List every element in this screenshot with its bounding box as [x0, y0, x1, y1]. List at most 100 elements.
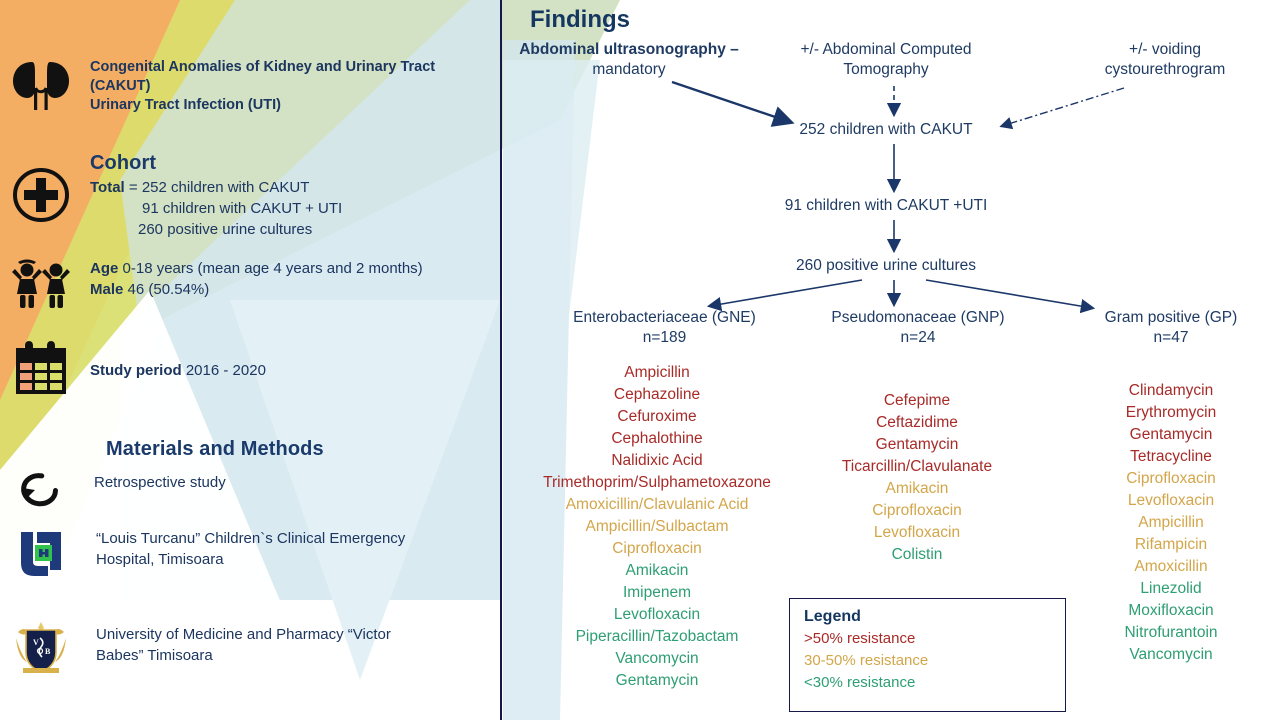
findings-title: Findings [530, 6, 630, 33]
group-header-gp: Gram positive (GP) n=47 [1062, 308, 1280, 348]
antibiotic-item: Trimethoprim/Sulphametoxazone [543, 474, 771, 491]
antibiotic-item: Amikacin [885, 480, 949, 497]
antibiotic-item: Nitrofurantoin [1124, 624, 1218, 641]
antibiotic-item: Cefepime [883, 392, 951, 409]
vcug-line-2: cystourethrogram [1104, 61, 1226, 78]
antibiotic-item: Gentamycin [1129, 426, 1213, 443]
antibiotic-item: Cephalothine [611, 430, 703, 447]
antibiotic-item: Linezolid [1140, 580, 1202, 597]
antibiotic-item: Amikacin [625, 562, 689, 579]
age-label: Age [90, 260, 119, 277]
group-header-gne: Enterobacteriaceae (GNE) n=189 [532, 308, 797, 348]
group-count-gne: n=189 [642, 329, 687, 346]
ct-line-2: Tomography [843, 61, 929, 78]
group-header-gnp: Pseudomonaceae (GNP) n=24 [788, 308, 1048, 348]
antibiotic-item: Nalidixic Acid [611, 452, 703, 469]
antibiotic-item: Ticarcillin/Clavulanate [841, 458, 993, 475]
antibiotic-item: Ampicillin/Sulbactam [585, 518, 729, 535]
cakut-block: Congenital Anomalies of Kidney and Urina… [10, 58, 500, 115]
antibiotic-item: Vancomycin [615, 650, 699, 667]
antibiotic-item: Imipenem [622, 584, 692, 601]
flow-node-91: 91 children with CAKUT +UTI [784, 197, 988, 214]
cakut-line-3: Urinary Tract Infection (UTI) [90, 97, 281, 113]
cohort-block: Cohort Total = 252 children with CAKUT 9… [10, 152, 500, 240]
university-line-2: Babes” Timisoara [96, 647, 213, 664]
antibiotic-item: Piperacillin/Tazobactam [575, 628, 739, 645]
cohort-heading: Cohort [90, 152, 157, 174]
antibiotic-item: Colistin [891, 546, 943, 563]
group-name-gp: Gram positive (GP) [1104, 309, 1238, 326]
materials-heading: Materials and Methods [106, 438, 324, 460]
study-design-block: Retrospective study [10, 466, 500, 510]
group-count-gp: n=47 [1153, 329, 1189, 346]
blue-triangle [230, 300, 500, 680]
legend-box: Legend >50% resistance 30-50% resistance <… [789, 598, 1066, 712]
antibiotic-item: Levofloxacin [873, 524, 961, 541]
ct-line-1: +/- Abdominal Computed [800, 41, 972, 58]
study-period-value: 2016 - 2020 [181, 362, 266, 379]
antibiotic-item: Ampicillin [1138, 514, 1204, 531]
left-panel: Congenital Anomalies of Kidney and Urina… [0, 0, 500, 720]
study-period-block: Study period 2016 - 2020 [10, 340, 500, 400]
ultrasound-line-1: Abdominal ultrasonography – [519, 41, 739, 58]
ct-node: +/- Abdominal Computed Tomography [766, 40, 1006, 80]
svg-text:B: B [45, 647, 51, 656]
antibiotic-item: Amoxicillin/Clavulanic Acid [565, 496, 749, 513]
antibiotic-item: Ceftazidime [876, 414, 958, 431]
vcug-line-1: +/- voiding [1129, 41, 1201, 58]
legend-item: <30% resistance [804, 674, 916, 691]
ultrasound-line-2: mandatory [592, 61, 666, 78]
hospital-block: “Louis Turcanu” Children`s Clinical Emer… [10, 528, 500, 578]
university-block: V B University of Medicine and Pharmacy … [10, 618, 500, 676]
antibiotic-item: Levofloxacin [613, 606, 701, 623]
demographics-block: Age 0-18 years (mean age 4 years and 2 m… [10, 258, 500, 310]
ultrasound-node: Abdominal ultrasonography – mandatory [504, 40, 754, 80]
hospital-line-1: “Louis Turcanu” Children`s Clinical Emer… [96, 530, 406, 547]
university-line-1: University of Medicine and Pharmacy “Vic… [96, 626, 391, 643]
medical-cross-icon [10, 152, 72, 224]
study-design-text: Retrospective study [94, 474, 226, 491]
refresh-arrow-icon [10, 466, 72, 510]
findings-panel: Findings Abdominal ultrasonography – man… [502, 0, 1280, 720]
male-value: 46 (50.54%) [123, 281, 210, 298]
legend-item: 30-50% resistance [804, 652, 929, 669]
male-label: Male [90, 281, 124, 298]
cohort-total-value: = 252 children with CAKUT [124, 179, 310, 196]
cohort-line-3: 260 positive urine cultures [138, 221, 313, 238]
group-count-gnp: n=24 [900, 329, 936, 346]
group-name-gnp: Pseudomonaceae (GNP) [831, 309, 1005, 326]
vcug-node: +/- voiding cystourethrogram [1050, 40, 1280, 80]
antibiotic-item: Cefuroxime [617, 408, 697, 425]
legend-title: Legend [804, 608, 861, 625]
legend-item: >50% resistance [804, 630, 916, 647]
age-value: 0-18 years (mean age 4 years and 2 month… [118, 260, 423, 277]
white-wedge [0, 290, 330, 720]
hospital-line-2: Hospital, Timisoara [96, 551, 224, 568]
antibiotic-item: Amoxicillin [1134, 558, 1208, 575]
antibiotic-item: Cephazoline [613, 386, 701, 403]
group-name-gne: Enterobacteriaceae (GNE) [573, 309, 756, 326]
arrow-vcug-to-252 [999, 87, 1125, 130]
arrow-260-to-gne [706, 279, 863, 312]
antibiotic-item: Rifampicin [1134, 536, 1208, 553]
flow-node-260: 260 positive urine cultures [795, 257, 977, 274]
cohort-line-2: 91 children with CAKUT + UTI [142, 200, 343, 217]
antibiotic-item: Gentamycin [615, 672, 699, 689]
antibiotic-item: Ciprofloxacin [1126, 470, 1216, 487]
antibiotic-item: Gentamycin [875, 436, 959, 453]
antibiotic-item: Tetracycline [1130, 448, 1212, 465]
antibiotic-item: Moxifloxacin [1128, 602, 1214, 619]
arrow-260-to-gp [925, 279, 1096, 314]
cakut-line-2: (CAKUT) [90, 78, 151, 94]
legend-rows: >50% resistance 30-50% resistance <30% res… [804, 628, 1051, 694]
arrow-us-to-252 [671, 80, 795, 127]
calendar-icon [10, 340, 72, 400]
flow-node-252: 252 children with CAKUT [799, 121, 973, 138]
kidneys-icon [10, 58, 72, 112]
antibiotic-item: Ciprofloxacin [612, 540, 702, 557]
antibiotic-item: Vancomycin [1129, 646, 1213, 663]
